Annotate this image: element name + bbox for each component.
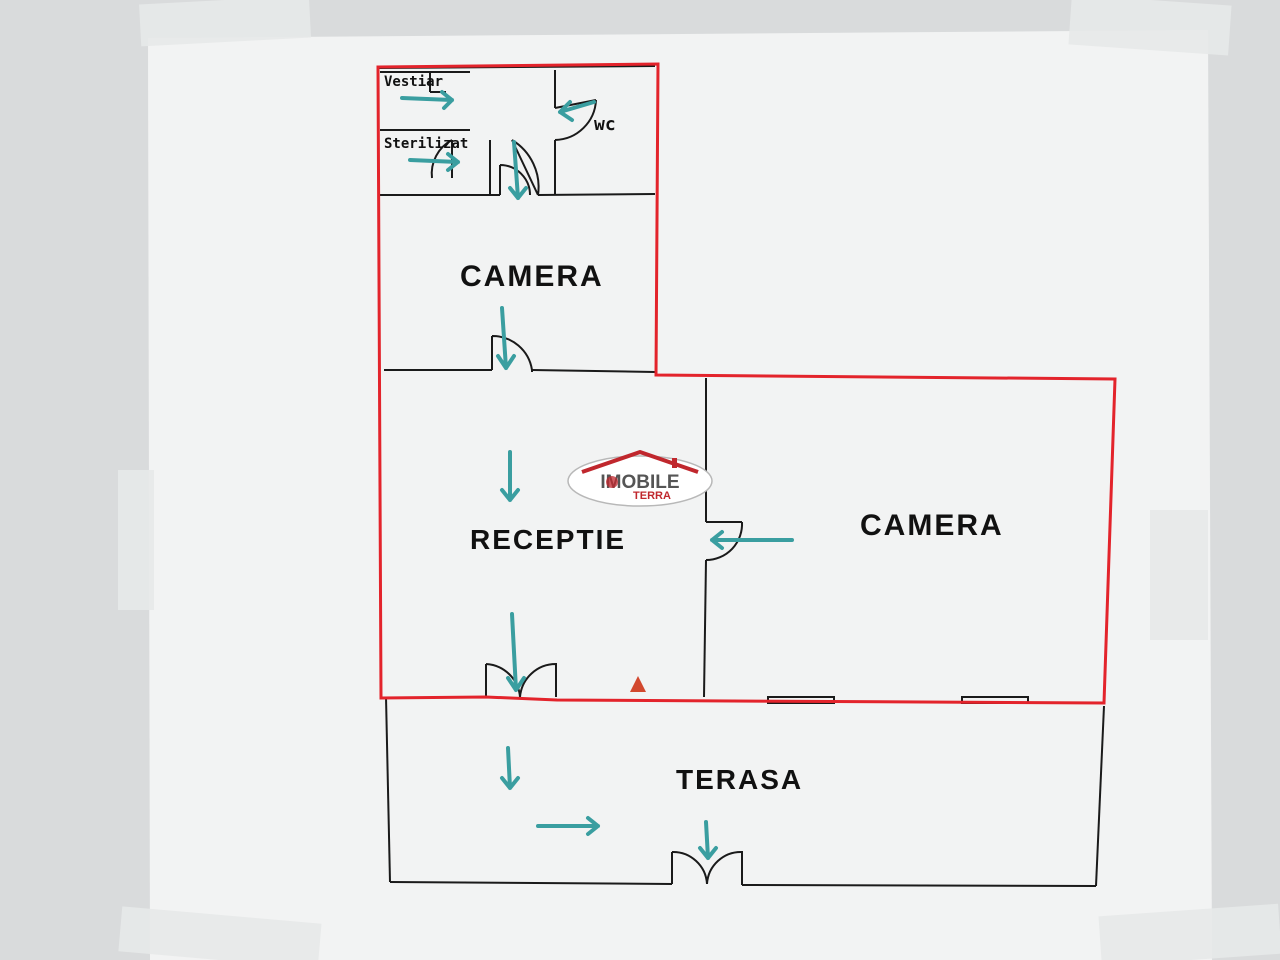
arrow xyxy=(508,140,528,200)
room-label-vestiar: Vestiar xyxy=(384,74,443,90)
arrow xyxy=(506,612,526,692)
tape-strip xyxy=(139,0,312,47)
arrow xyxy=(500,746,520,790)
arrow xyxy=(500,450,520,502)
arrow xyxy=(698,820,718,860)
tape-strip xyxy=(1068,0,1232,56)
room-label-wc: wc xyxy=(594,114,616,135)
arrow xyxy=(496,306,516,370)
room-label-terasa: TERASA xyxy=(676,764,803,795)
warning-triangle-icon xyxy=(630,676,646,692)
door-entrance xyxy=(485,662,557,698)
house-roof-icon xyxy=(581,450,699,474)
room-label-camera-top: CAMERA xyxy=(460,260,604,293)
door-camera-top-left xyxy=(499,164,531,196)
logo-brand-top: IMOBILE xyxy=(600,472,679,493)
tape-strip xyxy=(118,906,322,960)
imobile-terra-logo: IMOBILE TERRA xyxy=(567,450,713,507)
room-label-camera-right: CAMERA xyxy=(860,509,1004,542)
tape-strips xyxy=(118,0,1280,960)
room-label-receptie: RECEPTIE xyxy=(470,524,626,555)
route-arrows xyxy=(400,90,794,860)
globe-icon xyxy=(606,476,618,488)
arrow xyxy=(536,816,600,836)
arrow xyxy=(400,90,454,110)
tape-strip xyxy=(1150,510,1208,640)
room-label-sterilizat: Sterilizat xyxy=(384,136,468,152)
tape-strip xyxy=(118,470,154,610)
door-wc xyxy=(554,99,597,141)
door-camera-right xyxy=(705,521,744,562)
arrow xyxy=(710,530,794,550)
arrow xyxy=(408,152,460,172)
arrow xyxy=(558,100,596,122)
tape-strip xyxy=(1098,903,1280,960)
door-receptie-upper xyxy=(491,334,533,372)
logo-brand-bottom: TERRA xyxy=(633,490,671,502)
property-outline xyxy=(376,62,1117,705)
door-terasa-exit xyxy=(671,850,743,885)
